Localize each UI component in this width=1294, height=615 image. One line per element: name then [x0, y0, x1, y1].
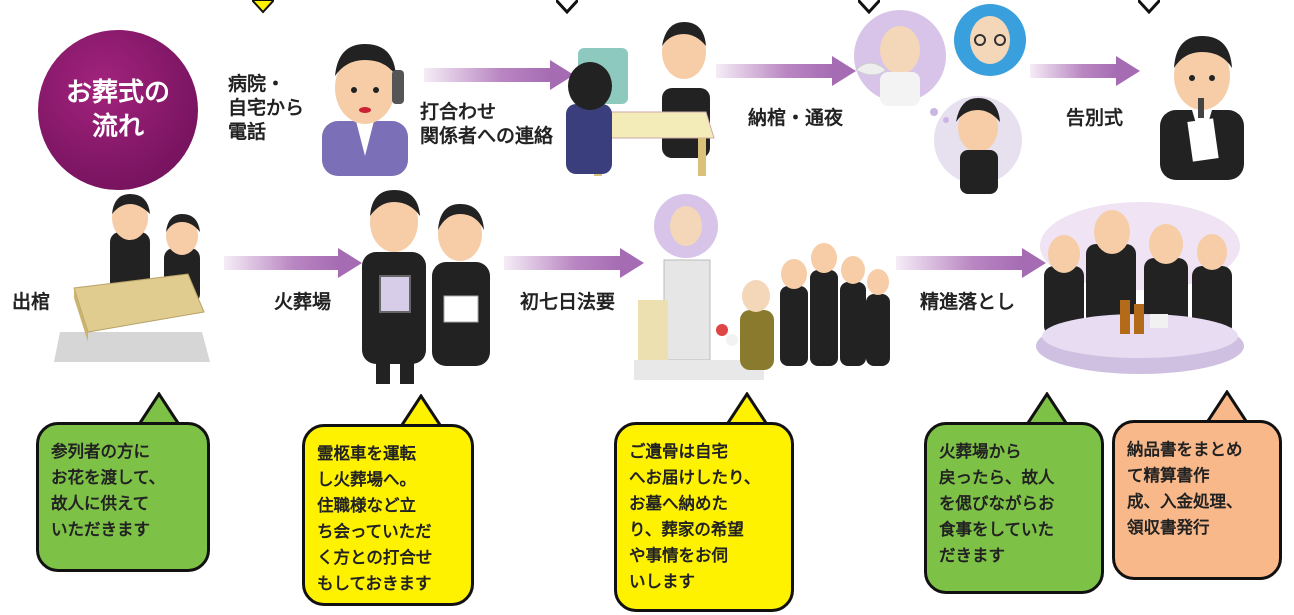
callout-hearse: 霊柩車を運転 し火葬場へ。 住職様など立 ち会っていただ く方との打合せ もして…	[302, 424, 474, 606]
memorial-meal-illustration	[1036, 202, 1244, 374]
step-call-label: 病院・ 自宅から 電話	[228, 73, 305, 143]
callout-dinner: 火葬場から 戻ったら、故人 を偲びながらお 食事をしていた だきます	[924, 422, 1104, 594]
chevron-down-icon	[556, 0, 578, 14]
flow-arrow	[716, 56, 856, 86]
meeting-illustration	[566, 22, 715, 176]
flow-title: お葬式の 流れ	[65, 78, 170, 142]
flow-arrow	[1030, 56, 1140, 86]
memorial-service-illustration	[634, 194, 890, 380]
callout-pointer	[724, 392, 770, 426]
step-farewell-label: 告別式	[1066, 107, 1124, 129]
step-crematorium-label: 火葬場	[274, 291, 332, 313]
step-meal-label: 精進落とし	[920, 291, 1016, 313]
flow-title-badge: お葬式の 流れ	[38, 30, 198, 190]
callout-pointer	[1204, 390, 1250, 424]
phone-call-illustration	[322, 44, 408, 176]
chevron-down-icon	[252, 0, 274, 14]
flow-arrow	[504, 248, 644, 278]
coffin-departure-illustration	[54, 194, 210, 362]
step-memorial-label: 初七日法要	[520, 291, 616, 313]
crematorium-couple-illustration	[362, 190, 490, 384]
farewell-speaker-illustration	[1160, 36, 1244, 180]
callout-flowers: 参列者の方に お花を渡して、 故人に供えて いただきます	[36, 422, 210, 572]
flow-arrow	[896, 248, 1046, 278]
step-departure-label: 出棺	[12, 291, 51, 313]
callout-pointer	[1024, 392, 1070, 426]
flow-arrow	[424, 60, 574, 90]
chevron-down-icon	[858, 0, 880, 14]
flow-arrow	[224, 248, 362, 278]
callout-remains: ご遺骨は自宅 へお届けしたり、 お墓へ納めた り、葬家の希望 や事情をお伺 いし…	[614, 422, 794, 612]
wake-illustration	[854, 4, 1026, 194]
callout-billing: 納品書をまとめ て精算書作 成、入金処理、 領収書発行	[1112, 420, 1282, 580]
callout-pointer	[398, 394, 444, 428]
chevron-down-icon	[1138, 0, 1160, 14]
step-wake-label: 納棺・通夜	[748, 107, 844, 129]
callout-pointer	[136, 392, 182, 426]
step-meeting-label: 打合わせ 関係者への連絡	[420, 101, 554, 147]
